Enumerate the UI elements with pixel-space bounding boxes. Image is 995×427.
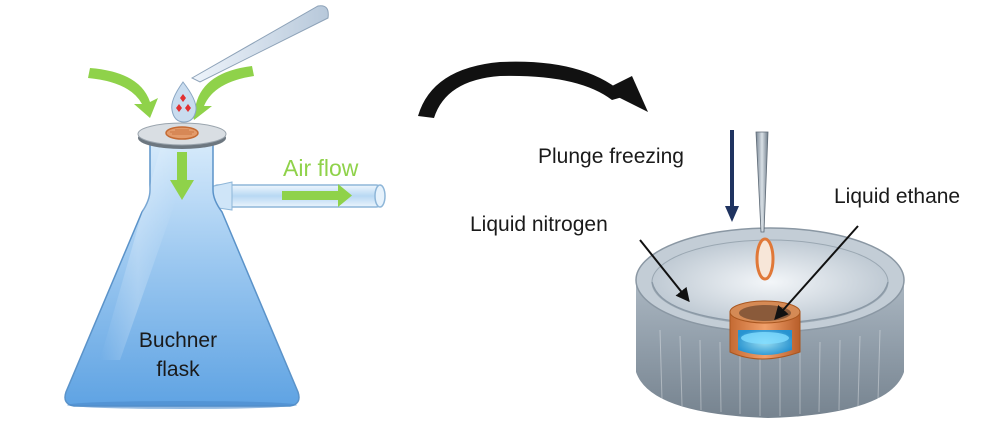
buchner-label-line2: flask xyxy=(156,358,200,381)
liquid-ethane-label: Liquid ethane xyxy=(834,185,960,208)
buchner-label-line1: Buchner xyxy=(139,329,217,352)
plunge-freezing-label: Plunge freezing xyxy=(538,145,684,168)
ethane-cup xyxy=(729,300,801,360)
buchner-flask xyxy=(64,122,386,409)
liquid-ethane-pointer xyxy=(774,225,859,321)
plunge-arrow xyxy=(725,130,739,222)
pipette-icon xyxy=(190,5,329,83)
droplet-icon xyxy=(171,81,197,123)
transfer-arrow xyxy=(418,61,648,118)
cryogen-dewar xyxy=(635,227,905,418)
tweezers-icon xyxy=(755,131,769,233)
liquid-nitrogen-pointer xyxy=(639,239,690,303)
liquid-nitrogen-label: Liquid nitrogen xyxy=(470,213,608,236)
filter-disc xyxy=(137,122,227,149)
down-flow-arrow xyxy=(170,152,194,200)
left-curved-green-arrow xyxy=(88,68,158,118)
em-grid xyxy=(755,237,775,281)
air-flow-arrow xyxy=(282,184,352,207)
right-curved-green-arrow xyxy=(188,66,254,120)
air-flow-label: Air flow xyxy=(283,155,359,181)
